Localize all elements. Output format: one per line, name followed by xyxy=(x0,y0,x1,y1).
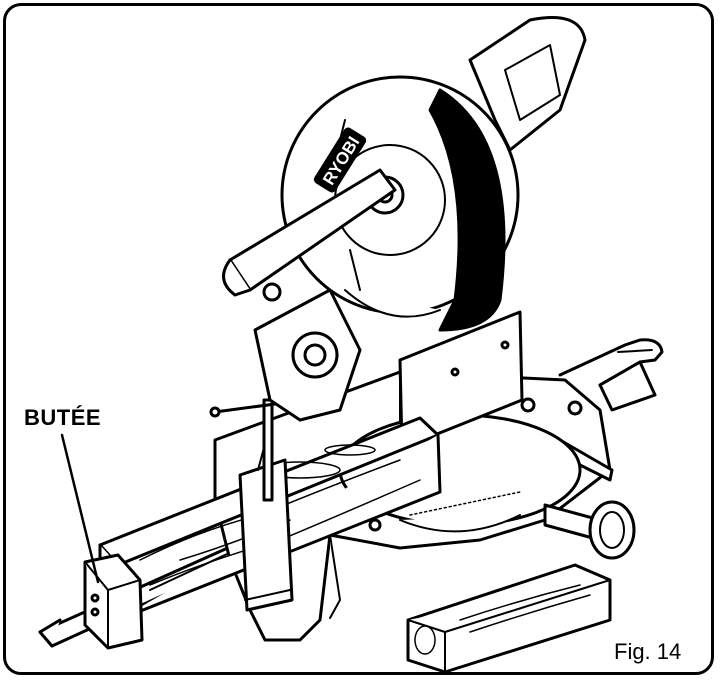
stop-block xyxy=(83,553,144,650)
stop-leader-line xyxy=(60,433,100,584)
figure-caption: Fig. 14 xyxy=(614,639,682,664)
fence xyxy=(398,310,524,450)
miter-knob xyxy=(543,500,636,560)
right-extension-rail xyxy=(558,338,664,412)
operating-handle xyxy=(222,16,587,332)
pivot-housing xyxy=(253,288,362,422)
loose-wood-block xyxy=(406,563,612,674)
stop-label: BUTÉE xyxy=(24,405,102,430)
